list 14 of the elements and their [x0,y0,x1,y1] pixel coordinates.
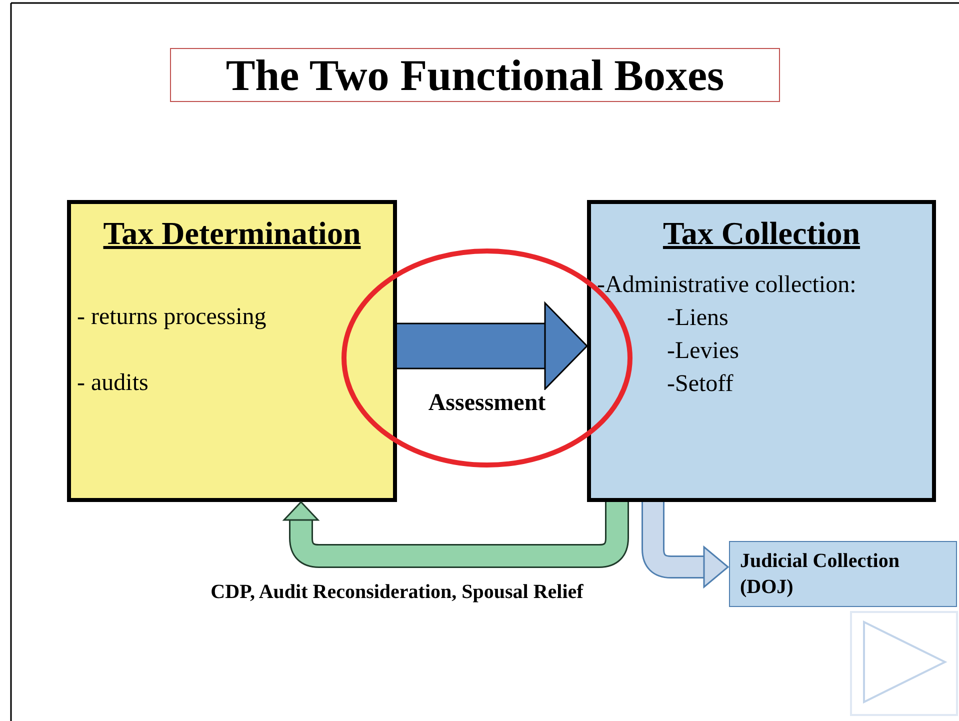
box-heading: Tax Collection [662,216,862,252]
list-item: - audits [77,369,150,398]
list-item: -Levies [667,337,740,366]
title: The Two Functional Boxes [170,48,780,102]
process-box [587,200,936,502]
process-box [67,200,397,502]
list-item: -Administrative collection: [597,271,858,300]
process-box [729,541,957,607]
list-item: -Liens [667,304,730,334]
box-heading: Tax Determination [102,216,362,252]
list-item: -Setoff [667,370,734,400]
box-text: Judicial Collection (DOJ) [740,549,900,600]
edge-label: CDP, Audit Reconsideration, Spousal Relief [208,581,586,604]
list-item: - returns processing [77,303,268,332]
